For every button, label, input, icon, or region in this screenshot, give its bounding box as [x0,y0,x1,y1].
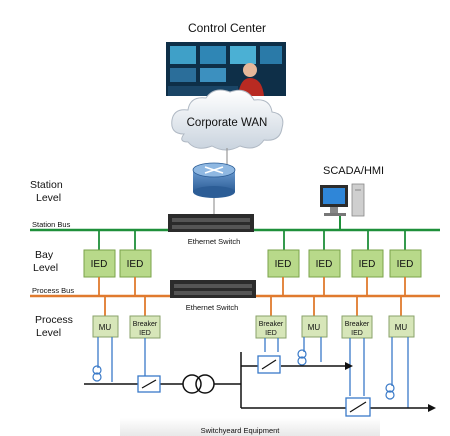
breaker-ied: Breaker IED [255,315,287,339]
ied-group: IED IED IED IED IED IED [83,249,422,278]
ied-label: IED [359,259,376,270]
ied-box: IED [351,249,384,278]
station-level-label-2: Level [36,192,61,204]
primary-circuit [84,352,428,409]
station-bus-label: Station Bus [32,220,71,229]
process-bus-drops [104,296,402,316]
station-bus-drops [98,230,406,250]
station-level-label-1: Station [30,179,63,191]
wan-label: Corporate WAN [187,117,268,129]
breaker-ied-label-2: IED [265,330,277,337]
ied-label: IED [275,259,292,270]
switch-bottom-label: Ethernet Switch [186,303,239,312]
merging-unit: MU [92,315,119,338]
footer-label: Switchyeard Equipment [201,426,281,435]
switch-top-label: Ethernet Switch [188,237,241,246]
ethernet-switch-top: Ethernet Switch [168,214,254,246]
control-center-title: Control Center [188,21,266,35]
breaker-ied: Breaker IED [129,315,161,339]
mu-label: MU [308,323,321,332]
process-level-label-1: Process [35,314,73,326]
ied-box: IED [119,249,152,278]
process-level-devices: MU Breaker IED Breaker IED MU Breaker IE… [92,315,415,339]
merging-unit: MU [301,315,328,338]
power-transformer-icon [182,374,215,394]
breaker-ied-label-1: Breaker [345,321,370,328]
control-center-photo [166,42,286,96]
breaker-ied: Breaker IED [341,315,373,339]
process-level-label-2: Level [36,327,61,339]
merging-unit: MU [388,315,415,338]
ied-box: IED [267,249,300,278]
ied-label: IED [397,259,414,270]
scada-label: SCADA/HMI [323,165,384,177]
breaker-switches [137,355,371,417]
router-icon [192,162,236,198]
mu-label: MU [99,323,112,332]
mu-label: MU [395,323,408,332]
field-wiring [97,337,409,408]
instrument-transformers [92,349,395,400]
computer-icon [320,183,365,217]
breaker-ied-label-2: IED [351,330,363,337]
ethernet-switch-bottom: Ethernet Switch [170,280,256,312]
corporate-wan-cloud: Corporate WAN [171,89,284,151]
ied-box: IED [83,249,116,278]
ied-label: IED [316,259,333,270]
bay-level-label-2: Level [33,262,58,274]
ied-label: IED [91,259,108,270]
breaker-ied-label-2: IED [139,330,151,337]
breaker-ied-label-1: Breaker [259,321,284,328]
process-bus-label: Process Bus [32,286,74,295]
ied-label: IED [127,259,144,270]
ied-box: IED [389,249,422,278]
ied-box: IED [308,249,341,278]
ied-process-drops [98,277,406,296]
bay-level-label-1: Bay [35,249,54,261]
breaker-ied-label-1: Breaker [133,321,158,328]
